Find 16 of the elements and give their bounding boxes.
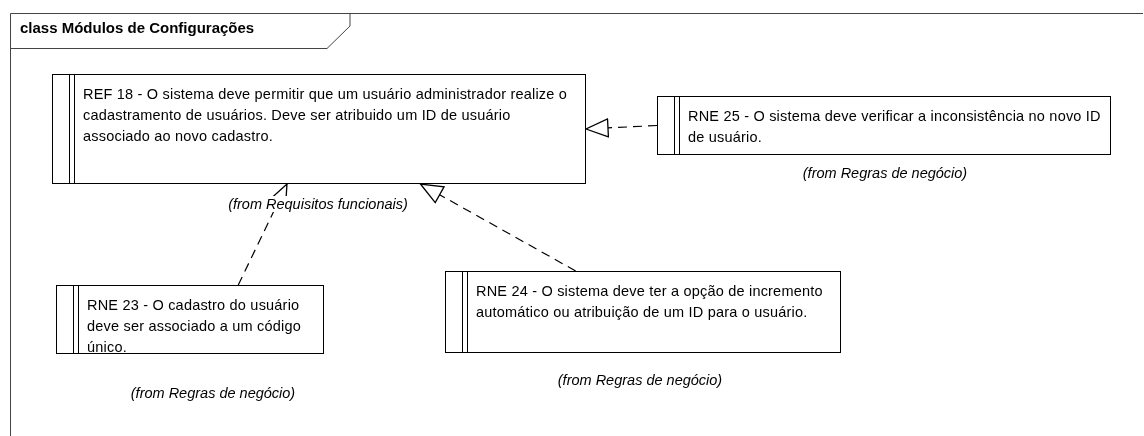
package-note: (from Regras de negócio) — [130, 385, 296, 401]
requirement-box — [657, 96, 1111, 155]
requirement-box — [52, 74, 586, 184]
requirement-box — [445, 271, 841, 353]
frame-title: class Módulos de Configurações — [20, 19, 255, 36]
package-note: (from Requisitos funcionais) — [228, 196, 408, 212]
realization-arrow — [237, 183, 288, 286]
requirement-text: REF 18 - O sistema deve permitir que um usuário administrador realize o cadastramento de usuários. Deve ser atribuido um ID de usuário associado ao novo cadastro. — [83, 85, 569, 146]
requirement-text: RNE 24 - O sistema deve ter a opção de incremento automático ou atribuição de um ID para o usuário. — [476, 282, 824, 322]
package-note: (from Regras de negócio) — [802, 165, 968, 181]
requirement-text: RNE 23 - O cadastro do usuário deve ser associado a um código único. — [87, 296, 302, 357]
requirement-box — [56, 285, 324, 354]
realization-arrow — [585, 118, 658, 138]
requirement-text: RNE 25 - O sistema deve verificar a inconsistência no novo ID de usuário. — [688, 107, 1102, 147]
package-note: (from Regras de negócio) — [557, 372, 723, 388]
realization-arrow — [419, 183, 577, 272]
